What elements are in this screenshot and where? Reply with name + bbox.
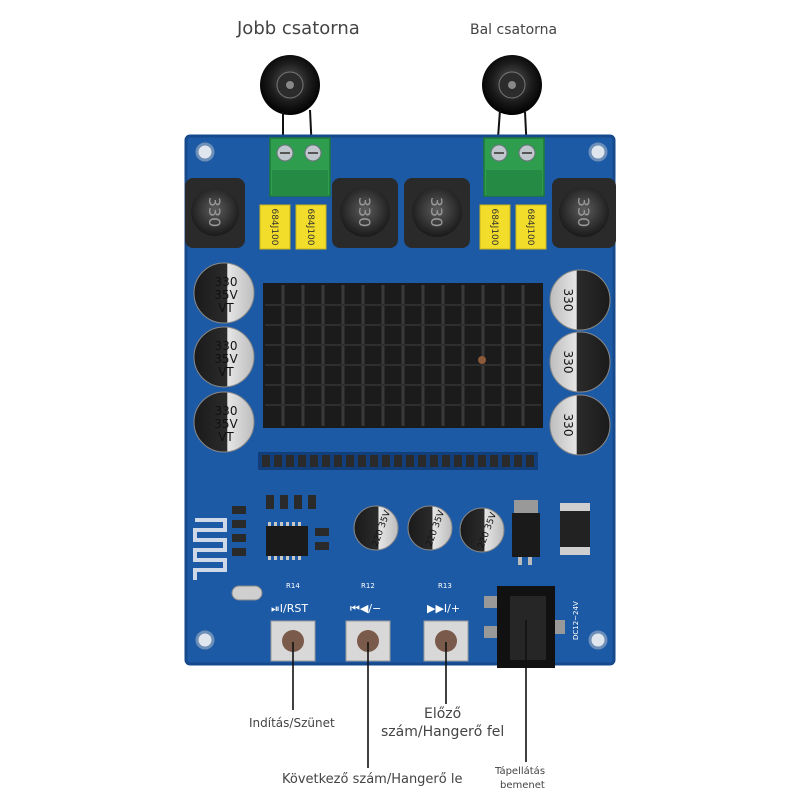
svg-text:684J100: 684J100 <box>305 208 315 245</box>
svg-text:35V: 35V <box>214 288 238 302</box>
svg-text:684J100: 684J100 <box>525 208 535 245</box>
mounting-holes <box>195 142 608 650</box>
crystal-oscillator <box>231 585 263 601</box>
svg-text:330: 330 <box>561 414 575 437</box>
small-capacitors: 220 35V 220 35V 220 35V <box>353 505 505 553</box>
smd-component-row <box>258 452 538 470</box>
svg-text:VT: VT <box>218 301 234 315</box>
large-capacitors-right: 330 330 330 <box>549 269 611 456</box>
prev-vol-up-label-line1: Előző <box>424 706 462 722</box>
smd-small-parts <box>232 495 329 556</box>
r14-silk: R14 <box>286 582 300 590</box>
heatsink <box>263 283 543 428</box>
svg-text:330: 330 <box>561 289 575 312</box>
voltage-regulator <box>512 500 540 565</box>
svg-text:VT: VT <box>218 430 234 444</box>
inductors: 330 330 330 330 <box>185 178 616 248</box>
svg-text:330: 330 <box>574 197 593 228</box>
svg-text:330: 330 <box>215 275 238 289</box>
power-input-label-line2: bemenet <box>500 780 545 791</box>
r13-silk: R13 <box>438 582 452 590</box>
next-vol-down-label: Következő szám/Hangerő le <box>282 772 463 787</box>
svg-text:330: 330 <box>215 404 238 418</box>
diode <box>560 503 590 555</box>
large-capacitors-left: 330 35V VT 330 35V VT 330 35V VT <box>193 262 255 453</box>
btn-prev-silk: ▶▶I/+ <box>427 602 460 615</box>
right-speaker-icon <box>260 55 320 115</box>
left-channel-label: Bal csatorna <box>470 22 558 38</box>
r12-silk: R12 <box>361 582 375 590</box>
power-input-label-line1: Tápellátás <box>495 766 546 777</box>
dc-voltage-silk: DC12~24V <box>572 601 580 640</box>
btn-next-silk: ⏮◀/− <box>350 602 381 615</box>
bluetooth-chip <box>266 522 308 560</box>
play-pause-button[interactable] <box>270 620 316 662</box>
left-terminal-block <box>483 137 545 197</box>
leader-lines <box>292 620 527 768</box>
svg-text:330: 330 <box>427 197 446 228</box>
svg-text:684J100: 684J100 <box>489 208 499 245</box>
svg-text:VT: VT <box>218 365 234 379</box>
bluetooth-antenna <box>193 518 227 580</box>
film-capacitors: 684J100 684J100 684J100 684J100 <box>259 204 547 250</box>
right-terminal-block <box>269 137 331 197</box>
play-pause-label: Indítás/Szünet <box>249 716 335 730</box>
svg-text:330: 330 <box>355 197 374 228</box>
svg-text:35V: 35V <box>214 417 238 431</box>
svg-text:330: 330 <box>215 339 238 353</box>
svg-text:330: 330 <box>205 197 224 228</box>
prev-vol-up-label-line2: szám/Hangerő fel <box>381 724 505 740</box>
svg-text:35V: 35V <box>214 352 238 366</box>
btn-play-silk: ⏯I/RST <box>271 602 308 615</box>
svg-text:330: 330 <box>561 351 575 374</box>
left-speaker-icon <box>482 55 542 115</box>
right-channel-label: Jobb csatorna <box>237 18 360 39</box>
svg-text:684J100: 684J100 <box>269 208 279 245</box>
